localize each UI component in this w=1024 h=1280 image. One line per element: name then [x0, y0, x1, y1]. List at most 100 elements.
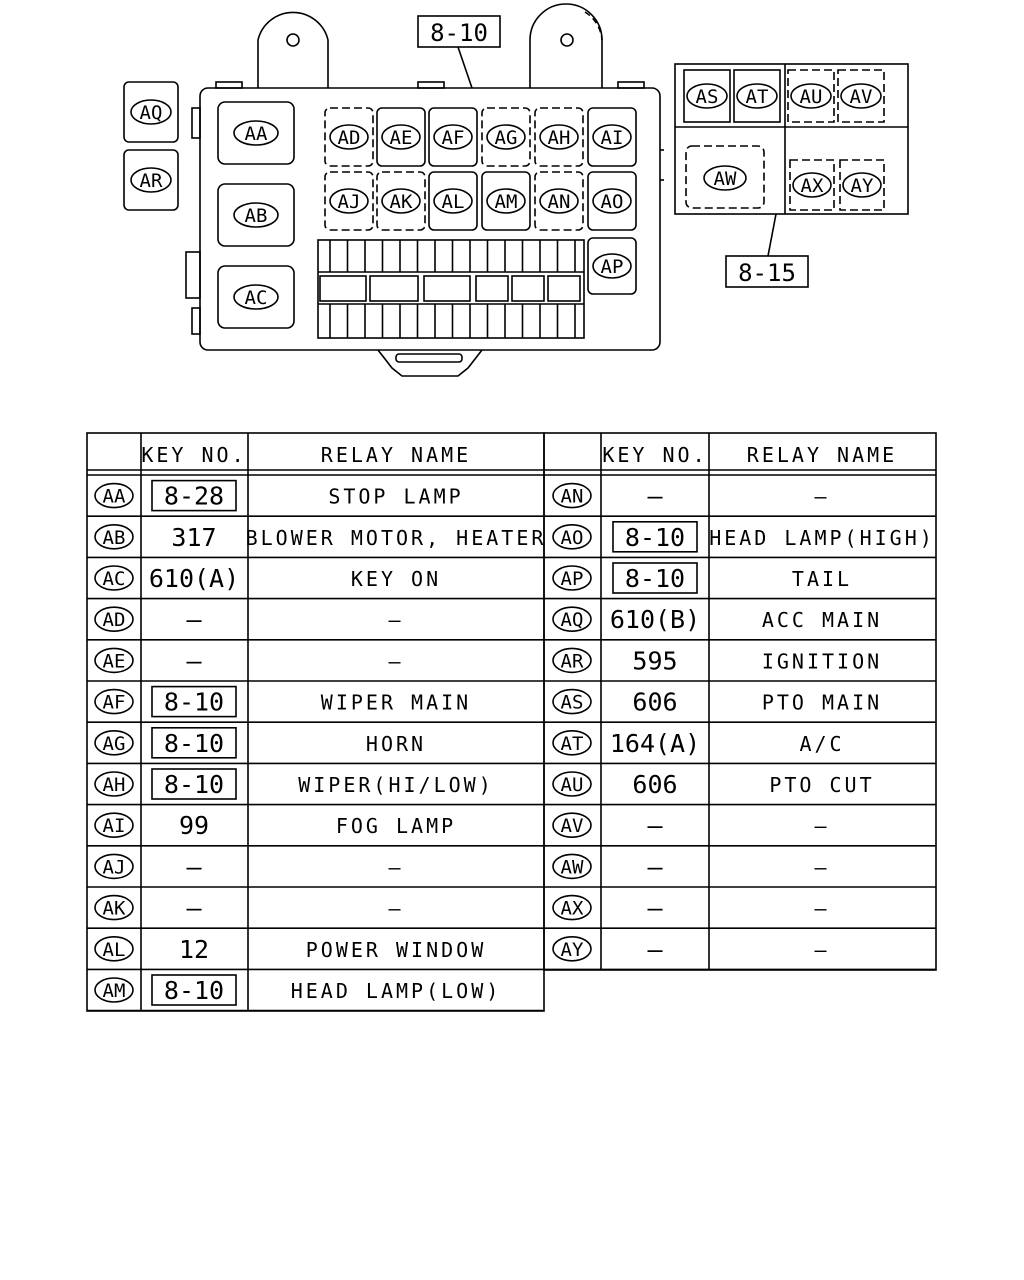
row-relay-name: BLOWER MOTOR, HEATER [246, 526, 547, 550]
row-key-no: 595 [632, 646, 677, 675]
key-ref-box [612, 520, 698, 553]
row-relay-name: ACC MAIN [762, 608, 882, 632]
box-reference-side: 8-15 [725, 213, 809, 288]
row-relay-id: AH [103, 774, 126, 796]
row-key-no: 610(B) [610, 605, 700, 634]
diagram-relay-label: AK [390, 191, 413, 213]
diagram-relay-ay: AY [842, 172, 882, 198]
diagram-relay-am: AM [486, 188, 526, 214]
row-key-no: 8-10 [164, 976, 224, 1005]
row-relay-name: HEAD LAMP(LOW) [291, 979, 502, 1003]
row-relay-id: AE [103, 650, 126, 672]
row-key-no: — [186, 605, 202, 634]
row-relay-name: PTO CUT [769, 773, 874, 797]
main-relay-cases [123, 81, 637, 329]
row-relay-name: TAIL [792, 567, 852, 591]
diagram-relay-ak: AK [381, 188, 421, 214]
diagram-relay-label: AH [548, 127, 571, 149]
diagram-relay-al: AL [433, 188, 473, 214]
row-key-no: 8-10 [164, 729, 224, 758]
diagram-relay-label: AS [696, 86, 719, 108]
table-row: AB 317 BLOWER MOTOR, HEATER [94, 523, 547, 552]
diagram-relay-label: AQ [140, 102, 163, 124]
row-relay-name: IGNITION [762, 649, 882, 673]
table-row: AD—— [94, 605, 403, 634]
left-header-key-no: KEY NO. [141, 443, 246, 467]
diagram-relay-label: AN [548, 191, 571, 213]
right-header-relay-name: RELAY NAME [747, 443, 897, 467]
row-key-no: — [647, 482, 663, 511]
row-relay-id: AI [103, 815, 126, 837]
diagram-relay-aj: AJ [329, 188, 369, 214]
row-relay-name: STOP LAMP [328, 485, 463, 509]
diagram-relay-ab: AB [233, 202, 279, 228]
diagram-relay-ai: AI [592, 124, 632, 150]
key-ref-box [612, 562, 698, 594]
table-row: AM 8-10 HEAD LAMP(LOW) [94, 974, 502, 1006]
row-key-no: — [186, 646, 202, 675]
row-key-no: 606 [632, 770, 677, 799]
row-relay-id: AX [561, 898, 584, 920]
diagram-relay-ar: AR [130, 167, 172, 193]
row-key-no: 8-10 [164, 770, 224, 799]
row-relay-name: — [814, 814, 829, 838]
row-relay-name: — [388, 608, 403, 632]
row-relay-id: AU [561, 774, 584, 796]
row-relay-id: AB [103, 527, 126, 549]
diagram-relay-aw: AW [703, 165, 747, 191]
table-row: AE—— [94, 646, 401, 675]
diagram-relay-label: AM [495, 191, 518, 213]
key-ref-box [151, 974, 237, 1006]
diagram-relay-label: AR [140, 170, 163, 192]
row-key-no: 8-10 [625, 564, 685, 593]
row-relay-name: — [814, 855, 829, 879]
row-relay-id: AN [561, 486, 584, 508]
diagram-relay-label: AA [245, 123, 268, 145]
diagram-relay-label: AB [245, 205, 268, 227]
diagram-relay-au: AU [790, 83, 832, 109]
row-relay-name: — [388, 855, 403, 879]
table-row: AN—— [552, 482, 827, 511]
row-relay-name: FOG LAMP [336, 814, 456, 838]
key-ref-box [151, 726, 237, 759]
row-relay-id: AM [103, 980, 126, 1002]
diagram-relay-ah: AH [539, 124, 579, 150]
row-relay-id: AY [561, 939, 584, 961]
diagram-relay-ap: AP [592, 253, 632, 279]
row-key-no: 610(A) [149, 564, 239, 593]
table-row: AX—— [552, 894, 827, 923]
diagram-relay-af: AF [433, 124, 473, 150]
diagram-relay-aq: AQ [130, 99, 172, 125]
row-relay-name: KEY ON [351, 567, 441, 591]
diagram-relay-label: AF [442, 127, 465, 149]
row-key-no: 12 [179, 935, 209, 964]
row-relay-id: AW [561, 856, 584, 878]
row-key-no: 317 [171, 523, 216, 552]
row-key-no: — [186, 894, 202, 923]
table-row: AJ—— [94, 852, 403, 881]
diagram-relay-ac: AC [233, 284, 279, 310]
row-relay-id: AF [103, 692, 126, 714]
diagram-relay-ao: AO [592, 188, 632, 214]
row-key-no: — [647, 852, 663, 881]
box-reference-side-label: 8-15 [738, 259, 796, 287]
diagram-relay-label: AL [442, 191, 465, 213]
diagram-relay-label: AT [746, 86, 769, 108]
row-key-no: 8-10 [625, 523, 685, 552]
diagram-relay-label: AP [601, 256, 624, 278]
diagram-relay-label: AW [714, 168, 737, 190]
diagram-relay-an: AN [539, 188, 579, 214]
row-relay-name: — [388, 897, 403, 921]
diagram-relay-av: AV [840, 83, 882, 109]
row-relay-id: AO [561, 527, 584, 549]
